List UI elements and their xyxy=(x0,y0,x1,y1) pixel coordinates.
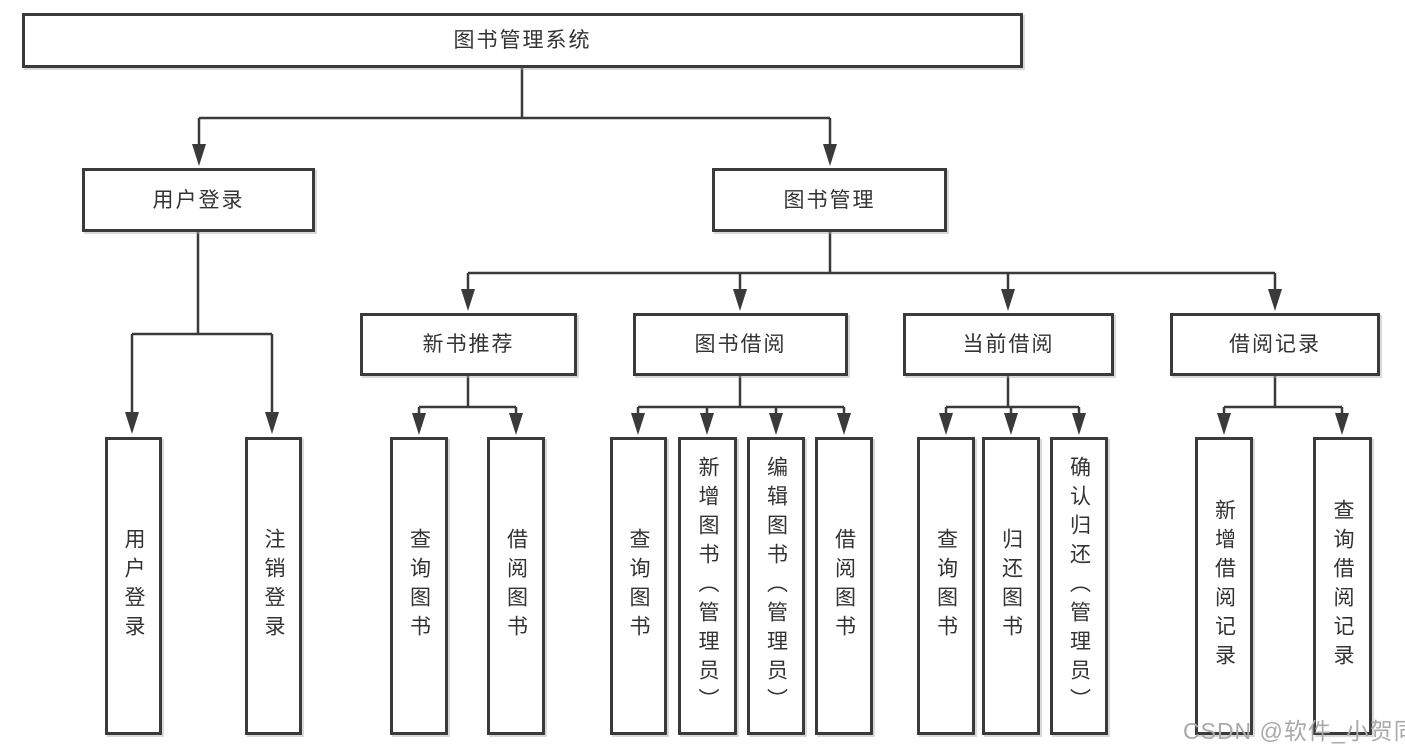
node-leaf-query-borrow-record: 查询借阅记录 xyxy=(1313,437,1372,735)
node-leaf-edit-books-admin: 编辑图书（管理员） xyxy=(747,437,805,735)
node-leaf-query-books-recommend: 查询图书 xyxy=(390,437,448,735)
node-leaf-query-books-current-label: 查询图书 xyxy=(934,528,958,644)
node-leaf-user-login: 用户登录 xyxy=(105,437,162,735)
arrow-down-icon xyxy=(125,412,139,434)
node-leaf-borrow-books: 借阅图书 xyxy=(815,437,873,735)
node-current-borrow: 当前借阅 xyxy=(903,313,1114,376)
node-leaf-return-books-label: 归还图书 xyxy=(999,528,1023,644)
arrow-down-icon xyxy=(192,144,206,166)
node-borrow-records-label: 借阅记录 xyxy=(1229,333,1321,356)
node-leaf-add-books-admin-label: 新增图书（管理员） xyxy=(696,455,719,717)
node-new-book-recommend-label: 新书推荐 xyxy=(422,333,515,356)
node-leaf-logout-label: 注销登录 xyxy=(262,528,285,644)
arrow-down-icon xyxy=(1268,289,1282,311)
node-new-book-recommend: 新书推荐 xyxy=(360,313,577,376)
node-leaf-query-books-borrow: 查询图书 xyxy=(610,437,667,735)
node-leaf-add-books-admin: 新增图书（管理员） xyxy=(678,437,737,735)
arrow-down-icon xyxy=(1217,413,1231,435)
node-book-borrow-label: 图书借阅 xyxy=(694,333,787,356)
watermark: CSDN @软件_小贺同学 xyxy=(1183,718,1405,744)
node-current-borrow-label: 当前借阅 xyxy=(962,333,1055,356)
arrow-down-icon xyxy=(733,289,747,311)
arrow-down-icon xyxy=(837,413,851,435)
node-root: 图书管理系统 xyxy=(22,13,1023,68)
arrow-down-icon xyxy=(265,412,279,434)
node-leaf-confirm-return-admin-label: 确认归还（管理员） xyxy=(1067,455,1091,717)
arrow-down-icon xyxy=(1001,289,1015,311)
node-leaf-borrow-books-recommend-label: 借阅图书 xyxy=(504,528,528,644)
arrow-down-icon xyxy=(1004,413,1018,435)
arrow-down-icon xyxy=(461,289,475,311)
node-root-label: 图书管理系统 xyxy=(453,29,592,52)
node-leaf-query-books-recommend-label: 查询图书 xyxy=(407,528,431,644)
arrowheads xyxy=(125,144,1349,435)
node-leaf-return-books: 归还图书 xyxy=(982,437,1040,735)
node-user-login: 用户登录 xyxy=(82,168,315,232)
node-leaf-add-borrow-record-label: 新增借阅记录 xyxy=(1212,499,1236,673)
node-book-management: 图书管理 xyxy=(712,168,947,232)
arrow-down-icon xyxy=(823,144,837,166)
node-leaf-logout: 注销登录 xyxy=(245,437,302,735)
node-leaf-query-borrow-record-label: 查询借阅记录 xyxy=(1331,499,1354,673)
node-leaf-borrow-books-recommend: 借阅图书 xyxy=(487,437,545,735)
arrow-down-icon xyxy=(769,413,783,435)
arrow-down-icon xyxy=(939,413,953,435)
arrow-down-icon xyxy=(631,413,645,435)
node-leaf-edit-books-admin-label: 编辑图书（管理员） xyxy=(764,455,788,717)
node-leaf-user-login-label: 用户登录 xyxy=(122,528,145,644)
arrow-down-icon xyxy=(412,413,426,435)
node-borrow-records: 借阅记录 xyxy=(1170,313,1380,376)
arrow-down-icon xyxy=(700,413,714,435)
node-leaf-borrow-books-label: 借阅图书 xyxy=(832,528,856,644)
node-user-login-label: 用户登录 xyxy=(152,188,245,212)
node-leaf-query-books-borrow-label: 查询图书 xyxy=(627,528,650,644)
node-book-borrow: 图书借阅 xyxy=(633,313,848,376)
node-leaf-query-books-current: 查询图书 xyxy=(917,437,975,735)
node-leaf-add-borrow-record: 新增借阅记录 xyxy=(1195,437,1253,735)
node-leaf-confirm-return-admin: 确认归还（管理员） xyxy=(1050,437,1108,735)
node-book-management-label: 图书管理 xyxy=(783,188,876,212)
arrow-down-icon xyxy=(509,413,523,435)
arrow-down-icon xyxy=(1335,413,1349,435)
arrow-down-icon xyxy=(1072,413,1086,435)
